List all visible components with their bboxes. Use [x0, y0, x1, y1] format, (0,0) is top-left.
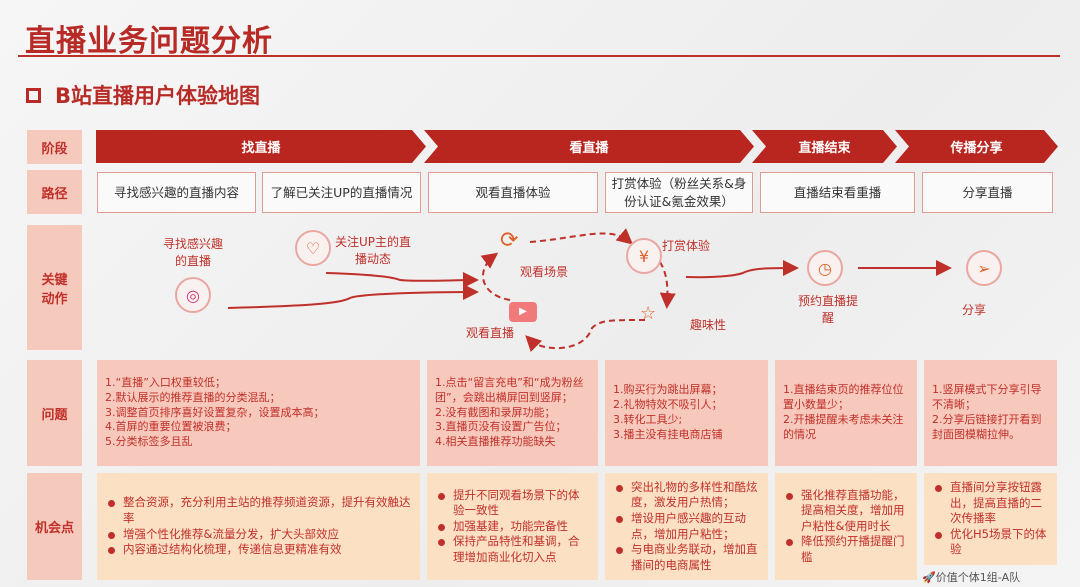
problem-card: 1.直播结束页的推荐位位置小数量少；2.开播提醒未考虑未关注的情况	[775, 360, 917, 466]
rocket-icon: 🚀	[922, 571, 936, 584]
stage-find: 找直播	[96, 130, 426, 163]
problem-item: 3.直播页没有设置广告位；	[435, 420, 567, 434]
action-watch-label: 观看直播	[466, 326, 515, 340]
stage-watch: 看直播	[424, 130, 754, 163]
opportunity-item: 与电商业务联动，增加直播间的电商属性	[613, 542, 760, 573]
problem-item: 1.竖屏模式下分享引导不清晰；	[932, 383, 1042, 412]
rotate-screen-icon: ⟳	[500, 228, 519, 253]
problem-item: 2.礼物特效不吸引人；	[613, 398, 723, 412]
row-label-path: 路径	[27, 170, 82, 214]
path-box: 寻找感兴趣的直播内容	[97, 172, 256, 213]
title-divider	[18, 55, 1060, 57]
opportunity-card: 提升不同观看场景下的体验一致性加强基建，功能完备性保持产品特性和基调，合理增加商…	[427, 473, 598, 580]
row-label-actions: 关键 动作	[27, 225, 82, 350]
problem-item: 4.相关直播推荐功能缺失	[435, 435, 556, 449]
path-box: 直播结束看重播	[760, 172, 915, 213]
problem-item: 2.分享后链接打开看到封面图模糊拉伸。	[932, 413, 1042, 441]
paper-plane-icon: ➢	[966, 250, 1002, 286]
path-box: 分享直播	[922, 172, 1053, 213]
opportunity-item: 整合资源，充分利用主站的推荐频道资源，提升有效触达率	[105, 495, 412, 526]
action-fun-label: 趣味性	[690, 318, 727, 332]
opportunity-item: 提升不同观看场景下的体验一致性	[435, 488, 590, 519]
problem-item: 5.分类标签多且乱	[105, 435, 193, 449]
opportunity-item: 增设用户感兴趣的互动点，增加用户粘性；	[613, 511, 760, 542]
problem-item: 3.转化工具少;	[613, 413, 683, 426]
action-find-label: 寻找感兴趣的直播	[162, 237, 223, 268]
stage-end: 直播结束	[752, 130, 897, 163]
problem-card: 1.“直播”入口权重较低；2.默认展示的推荐直播的分类混乱；3.调整首页排序喜好…	[97, 360, 420, 466]
page-title: 直播业务问题分析	[25, 24, 273, 59]
action-flow-arrows	[227, 228, 952, 353]
calendar-clock-icon: ◷	[807, 250, 843, 286]
opportunity-card: 直播间分享按钮露出，提高直播的二次传播率优化H5场景下的体验	[924, 473, 1057, 565]
opportunity-item: 内容通过结构化梳理，传递信息更精准有效	[105, 542, 412, 558]
action-reward-label: 打赏体验	[662, 239, 711, 253]
problem-item: 2.默认展示的推荐直播的分类混乱；	[105, 390, 281, 404]
opportunity-item: 增强个性化推荐&流量分发，扩大头部效应	[105, 527, 412, 543]
opportunity-item: 优化H5场景下的体验	[932, 527, 1049, 558]
problem-card: 1.购买行为跳出屏幕；2.礼物特效不吸引人；3.转化工具少;3.播主没有挂电商店…	[605, 360, 768, 466]
opportunity-card: 强化推荐直播功能，提高相关度，增加用户粘性&使用时长降低预约开播提醒门槛	[775, 473, 917, 580]
row-label-opportunities: 机会点	[27, 473, 82, 580]
video-camera-icon: ▶	[509, 302, 537, 322]
problem-item: 2.开播提醒未考虑未关注的情况	[783, 413, 904, 441]
opportunity-item: 突出礼物的多样性和酷炫度，激发用户热情；	[613, 480, 760, 511]
opportunity-item: 保持产品特性和基调，合理增加商业化切入点	[435, 534, 590, 565]
problem-item: 1.“直播”入口权重较低；	[105, 375, 226, 389]
problem-item: 4.首屏的重要位置被浪费；	[105, 420, 237, 434]
opportunity-card: 突出礼物的多样性和酷炫度，激发用户热情；增设用户感兴趣的互动点，增加用户粘性；与…	[605, 473, 768, 580]
stage-share: 传播分享	[895, 130, 1058, 163]
footer-text: 价值个体1组-A队	[935, 571, 1021, 584]
square-bullet-icon	[26, 87, 41, 103]
action-remind-label: 预约直播提醒	[798, 294, 859, 325]
opportunity-item: 降低预约开播提醒门槛	[783, 534, 909, 565]
opportunity-card: 整合资源，充分利用主站的推荐频道资源，提升有效触达率增强个性化推荐&流量分发，扩…	[97, 473, 420, 580]
problem-item: 2.没有截图和录屏功能；	[435, 405, 556, 419]
path-box: 了解已关注UP的直播情况	[262, 172, 421, 213]
problem-item: 1.购买行为跳出屏幕；	[613, 383, 723, 397]
heart-broadcast-icon: ♡	[295, 230, 331, 266]
opportunity-item: 强化推荐直播功能，提高相关度，增加用户粘性&使用时长	[783, 488, 909, 535]
problem-card: 1.竖屏模式下分享引导不清晰；2.分享后链接打开看到封面图模糊拉伸。	[924, 360, 1057, 466]
path-box: 打赏体验（粉丝关系&身份认证&氪金效果）	[605, 172, 753, 213]
opportunity-item: 加强基建，功能完备性	[435, 519, 590, 535]
section-title-text: B站直播用户体验地图	[55, 84, 261, 108]
radar-icon: ◎	[175, 277, 211, 313]
problem-item: 1.直播结束页的推荐位位置小数量少；	[783, 383, 904, 412]
problem-item: 3.调整首页排序喜好设置复杂，设置成本高；	[105, 405, 325, 419]
footer-credit: 🚀价值个体1组-A队	[922, 569, 1020, 585]
action-follow-label: 关注UP主的直播动态	[334, 235, 412, 266]
action-scene-label: 观看场景	[520, 265, 569, 279]
problem-card: 1.点击“留言充电”和“成为粉丝团”，会跳出横屏回到竖屏；2.没有截图和录屏功能…	[427, 360, 598, 466]
path-box: 观看直播体验	[428, 172, 598, 213]
row-label-problems: 问题	[27, 360, 82, 466]
action-share-label: 分享	[962, 303, 987, 317]
section-title: B站直播用户体验地图	[26, 80, 260, 110]
row-label-stage: 阶段	[27, 130, 82, 164]
problem-item: 1.点击“留言充电”和“成为粉丝团”，会跳出横屏回到竖屏；	[435, 375, 584, 404]
problem-item: 3.播主没有挂电商店铺	[613, 427, 723, 441]
money-bag-icon: ¥	[626, 238, 662, 274]
opportunity-item: 直播间分享按钮露出，提高直播的二次传播率	[932, 480, 1049, 527]
stars-icon: ☆	[640, 303, 657, 324]
